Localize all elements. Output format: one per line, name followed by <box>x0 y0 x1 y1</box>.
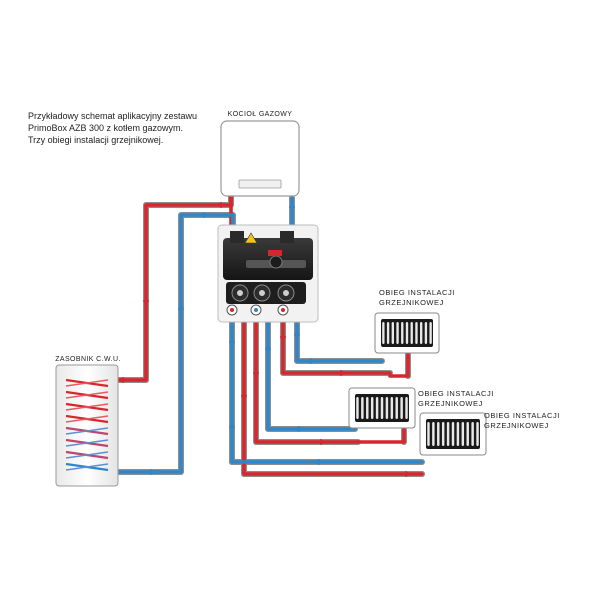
radiator-fin <box>390 397 394 419</box>
module-separator-housing <box>223 238 313 280</box>
boiler-display <box>238 179 282 189</box>
radiator-fins <box>427 422 479 446</box>
tank-supply-pipe <box>106 196 233 382</box>
radiator-fins <box>382 322 432 344</box>
tank-coil <box>65 378 109 472</box>
radiator-fin <box>415 322 418 344</box>
radiator-fin <box>456 422 460 446</box>
description-line-3: Trzy obiegi instalacji grzejnikowej. <box>28 135 164 145</box>
radiator-fin <box>386 322 390 344</box>
radiator-fin <box>370 397 374 419</box>
radiator-fin <box>401 322 404 344</box>
tank-label: ZASOBNIK C.W.U. <box>55 356 121 363</box>
circuit-3-label-line-1: OBIEG INSTALACJI <box>484 411 560 420</box>
primobox-module <box>217 224 319 323</box>
dhw-tank: ZASOBNIK C.W.U. <box>55 356 121 487</box>
boiler-label: KOCIOŁ GAZOWY <box>228 111 293 118</box>
radiator-fin <box>391 322 394 344</box>
pump-group <box>226 282 306 304</box>
radiator-fin <box>420 322 423 344</box>
radiator-fin <box>429 322 432 344</box>
radiator-circuit-2: OBIEG INSTALACJI GRZEJNIKOWEJ <box>348 387 494 429</box>
radiator-fin <box>424 322 428 344</box>
description-line-2: PrimoBox AZB 300 z kotłem gazowym. <box>28 123 184 133</box>
radiator-fin <box>466 422 469 446</box>
radiator-fin <box>361 397 364 419</box>
radiator-fin <box>385 397 389 419</box>
radiator-fin <box>446 422 450 446</box>
circuit-1-label-line-2: GRZEJNIKOWEJ <box>379 298 444 307</box>
warning-icon <box>244 232 258 244</box>
radiator-fin <box>461 422 465 446</box>
circuit-2-label-line-2: GRZEJNIKOWEJ <box>418 399 483 408</box>
circuit-3-return-pipe <box>230 318 424 464</box>
thermometer-gauges <box>226 304 289 316</box>
circuit-1-label-line-1: OBIEG INSTALACJI <box>379 288 455 297</box>
circuit-2-label-line-1: OBIEG INSTALACJI <box>418 389 494 398</box>
radiator-fin <box>382 322 385 344</box>
radiator-fin <box>405 397 408 419</box>
circuit-1-return-pipe <box>295 318 384 363</box>
radiator-fins <box>356 397 408 419</box>
radiator-fin <box>451 422 455 446</box>
radiator-fin <box>427 422 430 446</box>
radiator-fin <box>405 322 409 344</box>
tank-return-pipe <box>116 213 235 474</box>
description-text: Przykładowy schemat aplikacyjny zestawu … <box>28 110 228 146</box>
radiator-fin <box>410 322 413 344</box>
description-line-1: Przykładowy schemat aplikacyjny zestawu <box>28 111 198 121</box>
radiator-fin <box>375 397 379 419</box>
circuit-2-supply-pipe <box>254 318 360 444</box>
module-valve-icon <box>269 255 283 269</box>
radiator-fin <box>396 322 399 344</box>
circuit-2-return-pipe <box>266 318 357 431</box>
radiator-fin <box>437 422 440 446</box>
radiator-fin <box>441 422 445 446</box>
radiator-fin <box>366 397 369 419</box>
gas-boiler: KOCIOŁ GAZOWY <box>220 111 300 197</box>
circuit-3-label-line-2: GRZEJNIKOWEJ <box>484 421 549 430</box>
radiator-fin <box>476 422 479 446</box>
radiator-fin <box>395 397 398 419</box>
radiator-fin <box>432 422 435 446</box>
radiator-circuit-3: OBIEG INSTALACJI GRZEJNIKOWEJ <box>419 411 560 456</box>
radiator-fin <box>356 397 359 419</box>
circuit-3-supply-pipe <box>242 318 424 476</box>
radiator-fin <box>400 397 403 419</box>
radiator-fin <box>380 397 384 419</box>
radiator-circuit-1: OBIEG INSTALACJI GRZEJNIKOWEJ <box>374 288 455 354</box>
flow-arrows <box>116 196 413 477</box>
radiator-fin <box>471 422 474 446</box>
